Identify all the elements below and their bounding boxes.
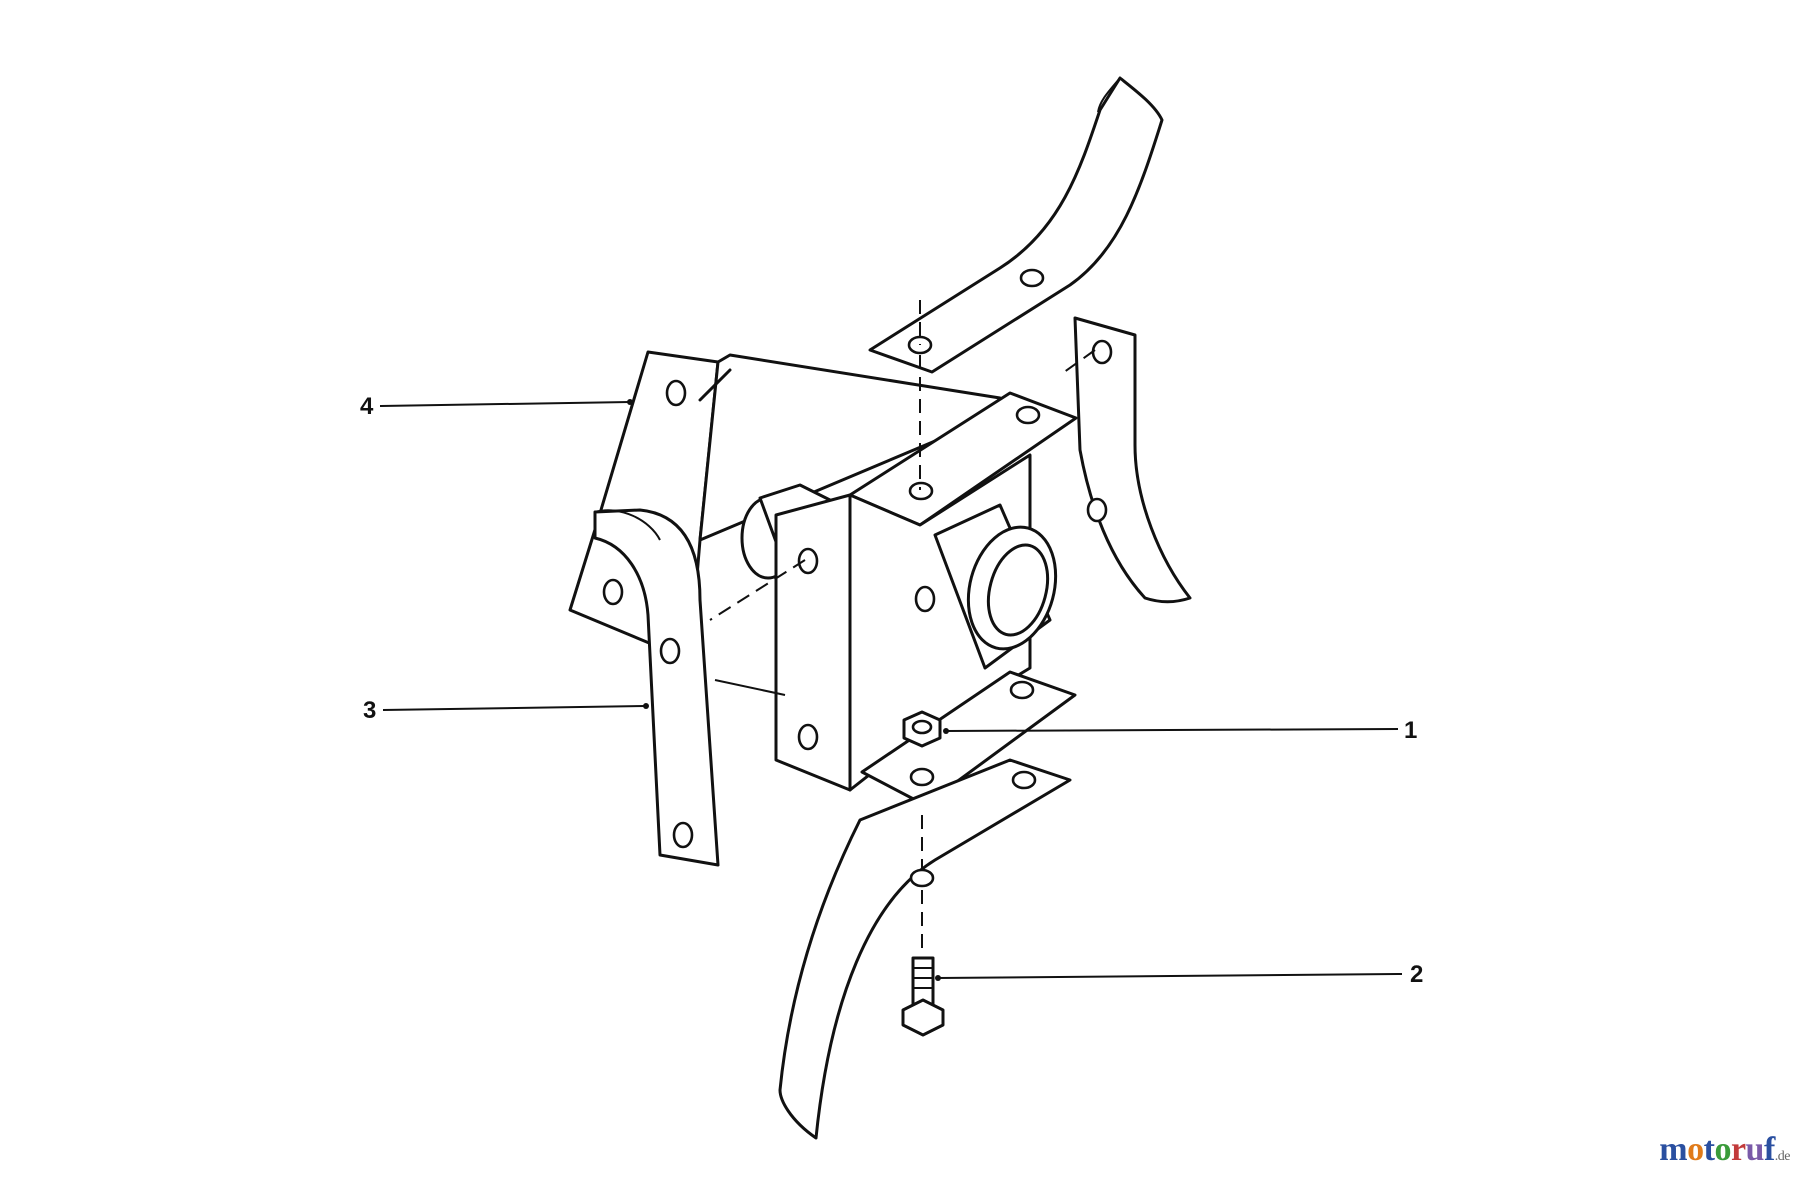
watermark-letter: r — [1730, 1131, 1746, 1168]
bolt-hole — [1015, 405, 1041, 425]
bolt-hole — [909, 868, 935, 888]
watermark-logo: motoruf.de — [1659, 1131, 1790, 1169]
assembly-lines — [709, 300, 1096, 955]
callout-number: 1 — [1404, 717, 1417, 744]
callout-number: 3 — [363, 697, 376, 724]
bolt-hole — [797, 723, 819, 751]
bolt-hole — [659, 637, 681, 665]
bolt-hole — [1011, 770, 1037, 790]
watermark-letter: m — [1659, 1131, 1688, 1168]
callout-number: 4 — [360, 393, 374, 420]
bolt-hole — [797, 547, 819, 575]
bolt-hole — [909, 767, 935, 787]
bolt-hole — [1009, 680, 1035, 700]
bolt-hole — [914, 585, 936, 613]
watermark-text: motoruf — [1659, 1131, 1775, 1168]
bolt-hole — [1019, 268, 1045, 288]
watermark-letter: t — [1703, 1131, 1715, 1168]
bolt-hole — [908, 481, 934, 501]
callout-3: 3 — [363, 697, 649, 724]
callout-number: 2 — [1410, 961, 1423, 988]
watermark-letter: o — [1714, 1131, 1731, 1168]
watermark-letter: u — [1745, 1131, 1765, 1168]
bolt-hole — [665, 379, 687, 407]
callout-2: 2 — [935, 961, 1423, 988]
bolt-hole — [672, 821, 694, 849]
hex-bolt — [901, 956, 945, 1037]
watermark-letter: o — [1687, 1131, 1704, 1168]
callout-4: 4 — [360, 393, 633, 420]
callout-1: 1 — [943, 717, 1417, 744]
watermark-suffix: .de — [1774, 1149, 1791, 1164]
tine-blade-left — [593, 508, 720, 867]
bolt-hole — [602, 578, 624, 606]
watermark-letter: f — [1763, 1131, 1775, 1168]
hex-nut — [902, 710, 942, 748]
tine-blade-top — [868, 76, 1164, 374]
bolt-hole — [1091, 339, 1113, 365]
tine-blade-bottom — [778, 758, 1072, 1140]
bolt-hole — [1086, 497, 1108, 523]
tine-blade-right — [1073, 316, 1192, 604]
